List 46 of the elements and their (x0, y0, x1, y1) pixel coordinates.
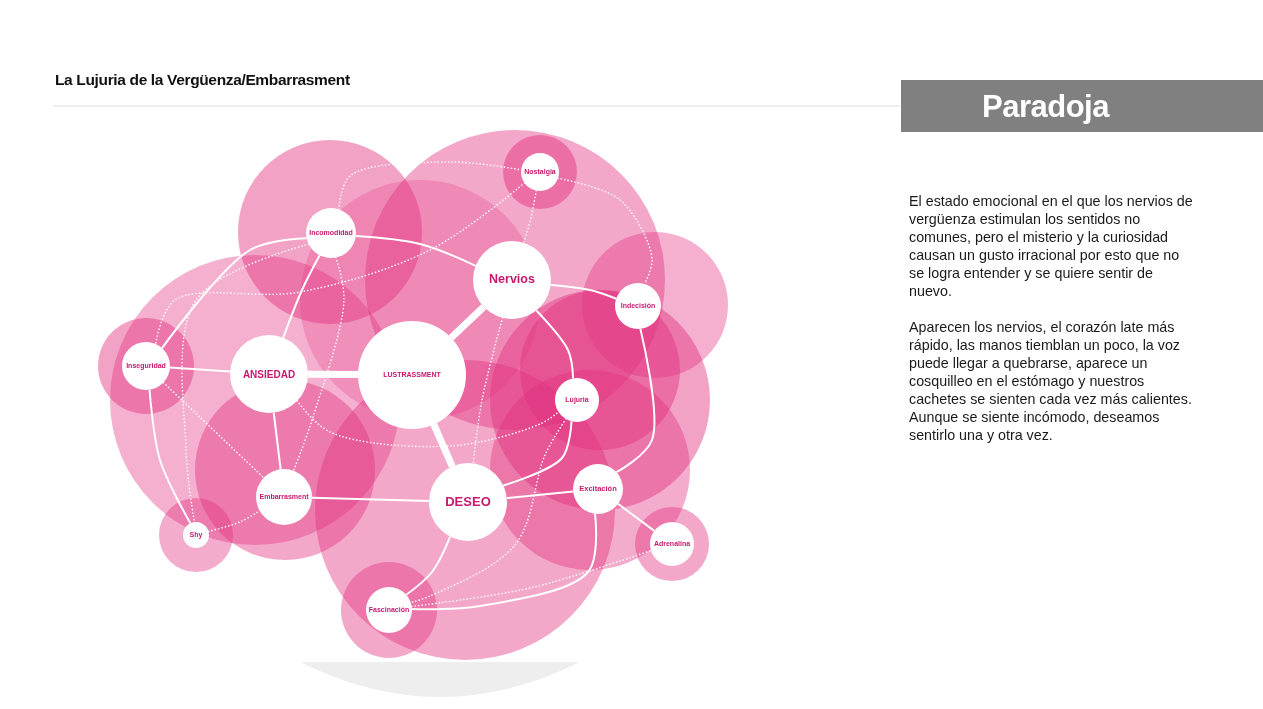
emotion-circle (230, 335, 308, 413)
connector-line (161, 237, 308, 350)
connector-line (549, 283, 618, 300)
connector-line (502, 420, 573, 487)
emotion-circle (521, 153, 559, 191)
emotion-circle (473, 241, 551, 319)
emotion-circle (306, 208, 356, 258)
emotion-circle (183, 522, 209, 548)
connector-line (168, 366, 232, 373)
connector-line (282, 254, 321, 339)
dotted-connector (154, 182, 526, 345)
emotion-circle (366, 587, 412, 633)
dotted-connector (162, 381, 265, 479)
emotion-circle (573, 464, 623, 514)
emotion-circle (429, 463, 507, 541)
emotion-circle (256, 469, 312, 525)
thick-connector (448, 304, 487, 341)
emotion-circle (358, 321, 466, 429)
connector-line (535, 309, 575, 380)
connector-line (272, 411, 282, 471)
description-paragraph: El estado emocional en el que los nervios de vergüenza estimulan los sentidos no comunes, pero el misterio y la curiosidad causan un gusto irracional por esto que no se logra entender y se quiere sentir de nuevo. (909, 192, 1194, 300)
connector-line (148, 388, 192, 525)
connector-line (411, 512, 598, 611)
connector-line (311, 496, 430, 502)
connector-line (405, 535, 452, 596)
heading-text: Paradoja (982, 90, 1109, 122)
thick-connector (430, 423, 456, 468)
heading-band (901, 80, 1263, 132)
node-label: Nervios (489, 273, 535, 287)
thick-connector (307, 370, 359, 379)
node-label: ANSIEDAD (242, 368, 296, 380)
dotted-connector (409, 418, 567, 604)
emotion-circle (122, 342, 170, 390)
dotted-connector (296, 400, 560, 448)
connector-line (505, 490, 575, 500)
connector-line (615, 327, 656, 474)
connector-line (354, 235, 477, 267)
dotted-connector (472, 317, 504, 465)
description-paragraph: Aparecen los nervios, el corazón late más rápido, las manos tiemblan un poco, la voz puede llegar a quebrarse, aparece un cosquilleo en el estómago y nuestros cachetes se sienten cada vez más calientes. Aunque se siente incómodo, deseamos sentirlo una y otra vez. (909, 318, 1193, 444)
page-title: La Lujuria de la Vergüenza/Embarrasment (55, 71, 350, 89)
emotion-circle (555, 378, 599, 422)
emotion-circle (615, 283, 661, 329)
connector-line (617, 502, 656, 532)
emotion-circle (650, 522, 694, 566)
node-label: DESEO (445, 494, 491, 510)
dotted-connector (557, 177, 653, 285)
